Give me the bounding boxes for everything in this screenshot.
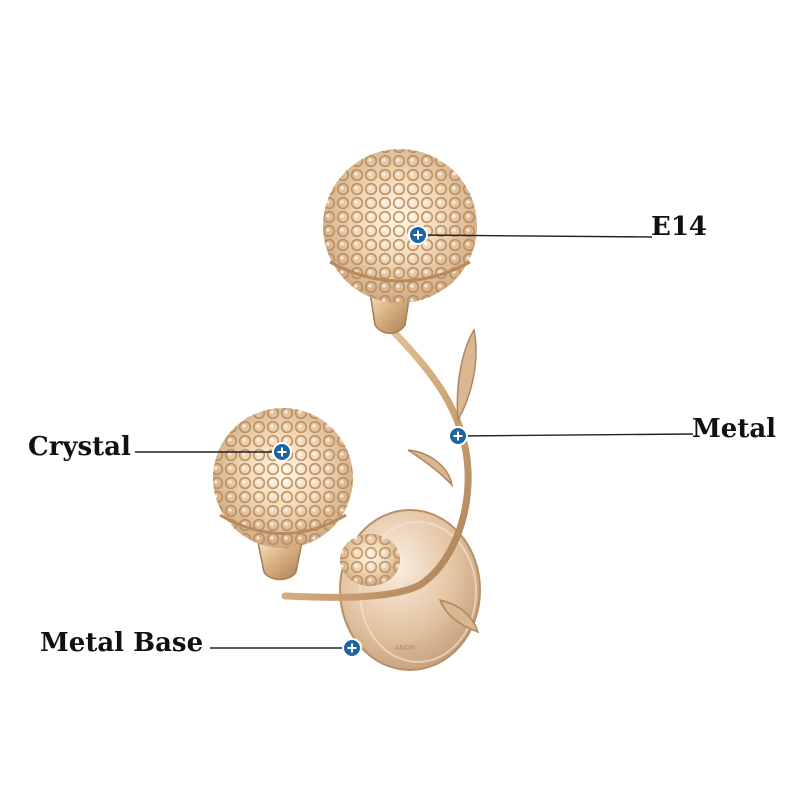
upper-crystal-globe xyxy=(323,149,477,334)
plus-circle-icon[interactable] xyxy=(408,225,428,245)
crystal-cluster xyxy=(340,534,400,586)
plus-circle-icon[interactable] xyxy=(272,442,292,462)
plus-circle-icon[interactable] xyxy=(448,426,468,446)
svg-text:ANOR: ANOR xyxy=(395,645,415,652)
callout-label-metal: Metal xyxy=(692,414,777,444)
lower-crystal-globe xyxy=(213,408,353,581)
callout-label-metal-base: Metal Base xyxy=(40,628,204,658)
callout-label-e14: E14 xyxy=(651,212,707,242)
callout-label-crystal: Crystal xyxy=(28,432,131,462)
callout-leader-lines xyxy=(135,234,694,649)
decorative-leaves xyxy=(407,327,480,634)
plus-circle-icon[interactable] xyxy=(342,638,362,658)
